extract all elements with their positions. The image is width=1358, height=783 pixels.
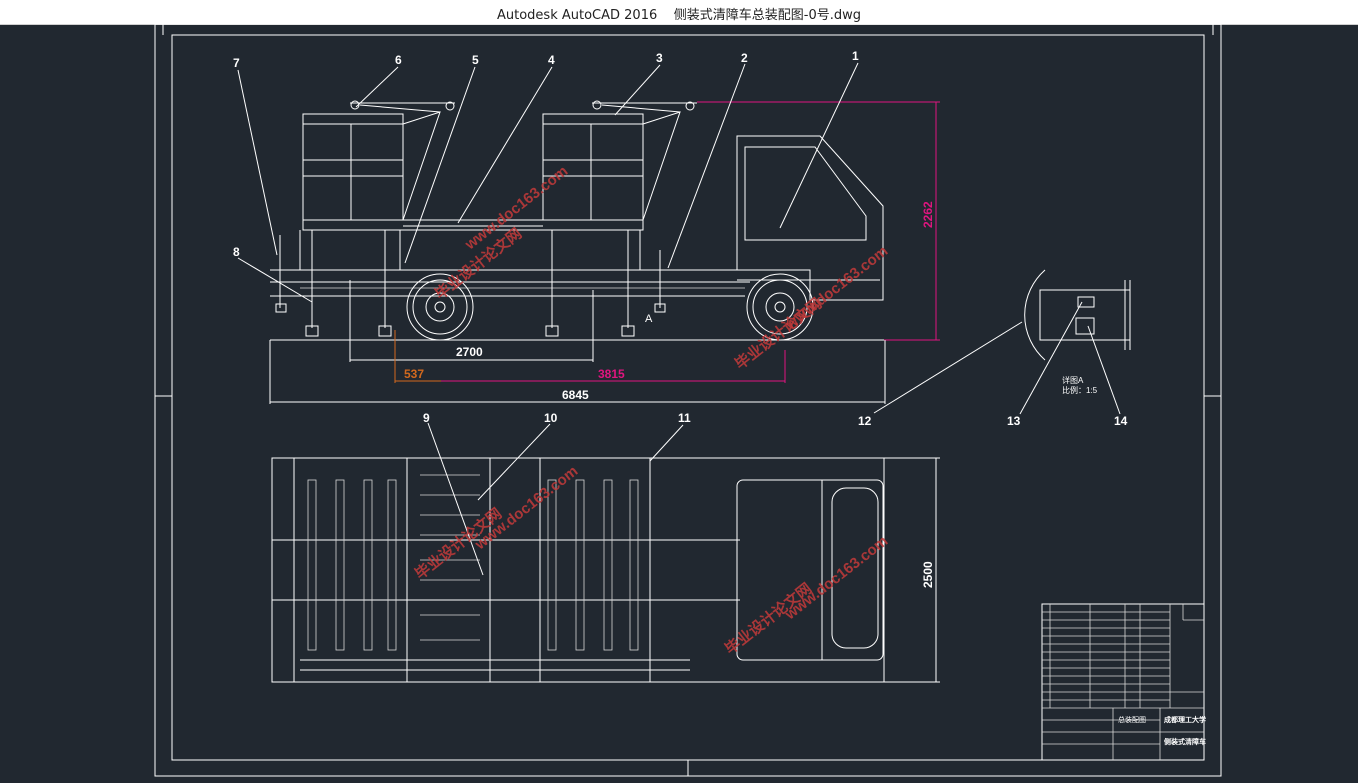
dim-total-length: 6845 [562,388,589,402]
callout-9: 9 [423,411,430,425]
title-block-drawing-name: 侧装式清障车 [1164,737,1206,746]
callout-6: 6 [395,53,402,67]
callout-leaders [237,62,1121,576]
callout-2: 2 [741,51,748,65]
centering-marks [155,24,1221,776]
callout-8: 8 [233,245,240,259]
dim-wheelbase: 2700 [456,345,483,359]
callout-14: 14 [1114,414,1128,428]
drawing-viewport[interactable]: 2262 2700 537 3815 6845 A [0,23,1358,779]
dim-rear-span: 3815 [598,367,625,381]
callout-3: 3 [656,51,663,65]
callout-10: 10 [544,411,558,425]
plan-view: 2500 [271,457,940,683]
watermark-name: 毕业设计论文网 [721,579,815,658]
callout-1: 1 [852,49,859,63]
dim-height: 2262 [921,201,935,228]
dim-width: 2500 [921,561,935,588]
detail-a-scale: 比例：1:5 [1062,385,1098,395]
document-name: 侧装式清障车总装配图-0号.dwg [673,8,861,23]
callout-4: 4 [548,53,555,67]
side-view: 2262 2700 537 3815 6845 A [269,100,940,404]
window-title: Autodesk AutoCAD 2016 侧装式清障车总装配图-0号.dwg [0,4,1358,23]
callout-numbers: 1 2 3 4 5 6 7 8 9 10 11 12 13 14 [233,49,1128,428]
title-block-assembly: 总装配图 [1118,715,1146,724]
detail-marker-a: A [645,313,653,325]
dim-front-overhang: 537 [404,367,424,381]
detail-a-title: 详图A [1062,375,1084,385]
cad-drawing[interactable]: 2262 2700 537 3815 6845 A [0,23,1358,779]
callout-11: 11 [678,411,691,425]
callout-5: 5 [472,53,479,67]
callout-13: 13 [1007,414,1021,428]
title-block: 成都理工大学 侧装式清障车 总装配图 [1041,603,1206,761]
callout-7: 7 [233,56,240,70]
sheet-outer-border [154,23,1222,777]
window-title-bar: Autodesk AutoCAD 2016 侧装式清障车总装配图-0号.dwg [0,0,1358,25]
sheet-inner-border [171,34,1205,761]
watermarks: www.doc163.com 毕业设计论文网 www.doc163.com 毕业… [411,163,891,659]
title-block-school: 成都理工大学 [1164,715,1206,724]
watermark-name: 毕业设计论文网 [731,294,825,373]
watermark-site: www.doc163.com [781,533,891,624]
detail-a-view: 详图A 比例：1:5 [1024,269,1131,395]
app-name: Autodesk AutoCAD 2016 [496,8,658,23]
callout-12: 12 [858,414,872,428]
